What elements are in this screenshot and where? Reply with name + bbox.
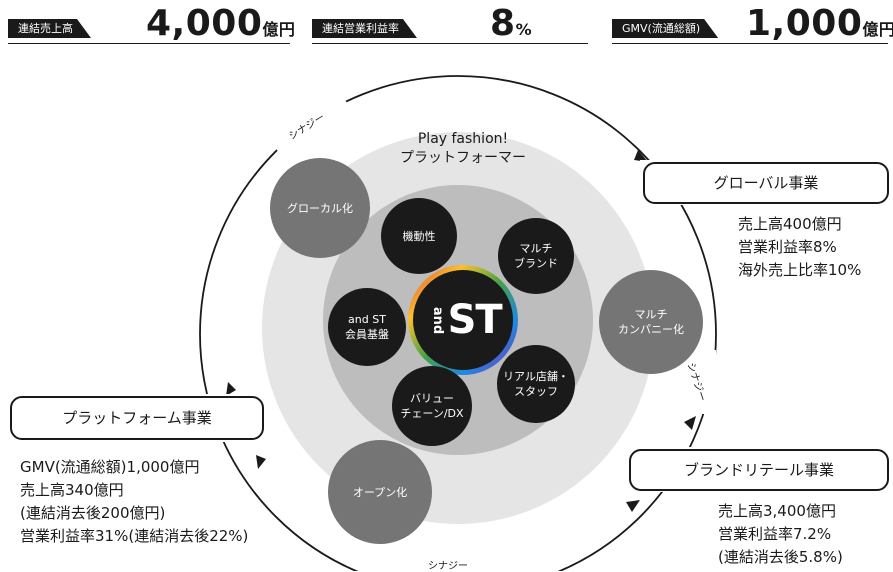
global-details: 売上高400億円 営業利益率8% 海外売上比率10% — [738, 215, 862, 279]
circle-open: オープン化 — [328, 440, 432, 544]
metric-label: 連結売上高 — [8, 19, 91, 38]
logo-main: ST — [447, 297, 503, 343]
circle-multi-brand: マルチ ブランド — [498, 218, 574, 294]
center-title: Play fashion! プラットフォーマー — [400, 131, 526, 166]
logo-prefix: and — [430, 306, 446, 334]
metric-value: 1,000億円 — [746, 3, 893, 44]
metric-label: 連結営業利益率 — [312, 19, 417, 38]
brand-retail-details: 売上高3,400億円 営業利益率7.2% (連結消去後5.8%) — [718, 502, 843, 566]
synergy-ring — [199, 75, 717, 571]
synergy-arrows — [226, 150, 696, 512]
synergy-label-bottom: シナジー — [428, 561, 468, 572]
metric-value: 4,000億円 — [146, 3, 296, 44]
box-global-business: グローバル事業 — [643, 162, 889, 204]
box-brand-retail-business: ブランドリテール事業 — [629, 449, 889, 491]
metric-operating-margin: 連結営業利益率 8% — [312, 3, 588, 44]
metric-gmv: GMV(流通総額) 1,000億円 — [612, 3, 893, 44]
metric-value: 8% — [490, 3, 533, 44]
circle-member-base: and ST 会員基盤 — [328, 288, 406, 366]
circle-value-chain: バリュー チェーン/DX — [392, 366, 472, 446]
circle-glocal: グローカル化 — [270, 158, 370, 258]
circle-mobility: 機動性 — [381, 198, 457, 274]
metric-label: GMV(流通総額) — [612, 19, 718, 38]
platform-details: GMV(流通総額)1,000億円 売上高340億円 (連結消去後200億円) 営… — [20, 458, 249, 545]
box-platform-business: プラットフォーム事業 — [10, 396, 264, 440]
and-st-logo: and ST — [413, 270, 513, 370]
circle-store-staff: リアル店舗・ スタッフ — [497, 345, 575, 423]
metric-consolidated-sales: 連結売上高 4,000億円 — [8, 3, 295, 44]
circle-multi-company: マルチ カンパニー化 — [599, 270, 703, 374]
